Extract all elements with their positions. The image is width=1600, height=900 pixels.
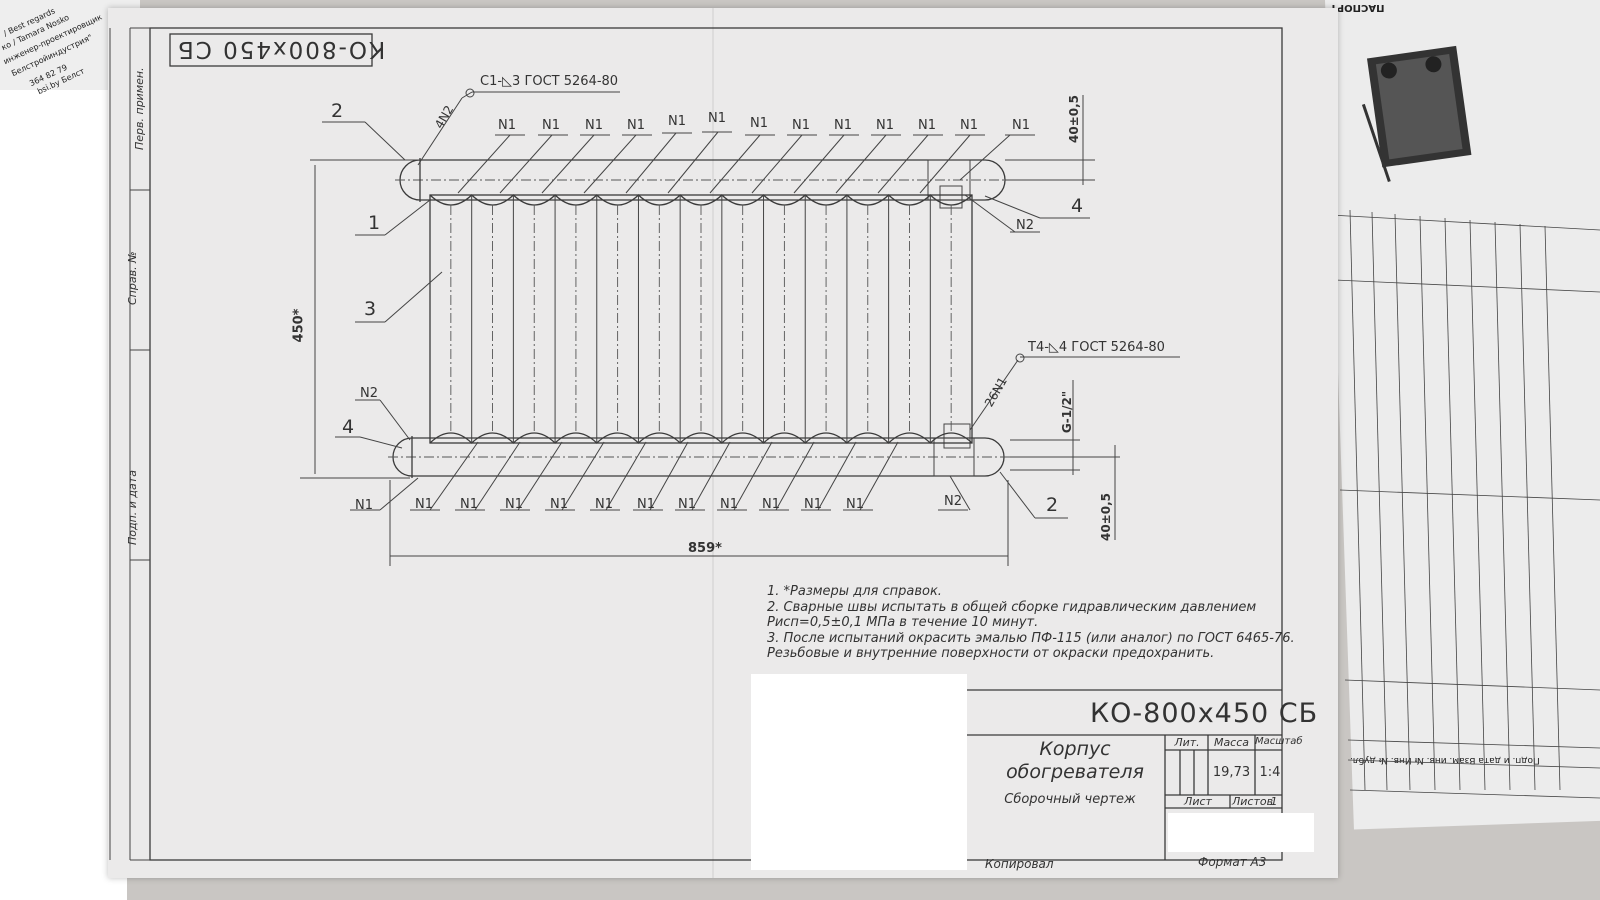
- callout-n1-top: N1: [498, 118, 516, 133]
- scale-label: Масштаб: [1255, 736, 1303, 747]
- margin-sign-date: Подп. и дата: [126, 470, 139, 545]
- margin-ref-no: Справ. №: [126, 251, 139, 305]
- callout-n2-bottom-right: N2: [944, 494, 962, 509]
- title-name-line2: обогревателя: [1006, 761, 1144, 783]
- background-white-paper-left: [0, 85, 127, 900]
- mass-value: 19,73: [1212, 765, 1251, 780]
- corrugated-body: [429, 194, 973, 444]
- title-part-name: Корпус обогревателя: [985, 738, 1165, 784]
- bottom-header-pipe: [392, 437, 1005, 477]
- note-2: 2. Сварные швы испытать в общей сборке г…: [767, 599, 1257, 615]
- dimension-height: 450*: [291, 308, 307, 343]
- callout-n1-bottom: N1: [595, 497, 613, 512]
- callout-n1-top: N1: [834, 118, 852, 133]
- callout-n1-bottom: N1: [505, 497, 523, 512]
- sheets-label: Листов: [1232, 795, 1274, 808]
- callout-n1-bottom: N1: [804, 497, 822, 512]
- callout-n1-top: N1: [960, 118, 978, 133]
- callout-n1-top: N1: [668, 114, 686, 129]
- sheets-value: 1: [1270, 795, 1278, 808]
- dimension-thread: G-1/2": [1060, 390, 1075, 434]
- note-3-cont: Резьбовые и внутренние поверхности от ок…: [767, 646, 1215, 661]
- weld-spec-top: С1-◺3 ГОСТ 5264-80: [480, 74, 619, 89]
- mirrored-designation-box: [169, 33, 373, 67]
- dimension-bottom-right: 40±0,5: [1099, 492, 1114, 542]
- callout-n1-top: N1: [1012, 118, 1030, 133]
- callout-n1-top: N1: [627, 118, 645, 133]
- callout-n2-top-right: N2: [1016, 218, 1034, 233]
- position-2-bottom-right: 2: [1046, 494, 1059, 516]
- callout-n1-top: N1: [876, 118, 894, 133]
- callout-n1-bottom: N1: [762, 497, 780, 512]
- redacted-block-company: [1168, 813, 1314, 852]
- callout-n1-bottom: N1: [720, 497, 738, 512]
- callout-n1-bottom: N1: [678, 497, 696, 512]
- position-3: 3: [364, 298, 377, 320]
- technical-notes: 1. *Размеры для справок. 2. Сварные швы …: [767, 584, 1327, 662]
- note-2-cont: Рисп=0,5±0,1 МПа в течение 10 минут.: [767, 615, 1039, 630]
- callout-n1-top: N1: [792, 118, 810, 133]
- mirrored-designation: КО-800х450 СБ: [176, 36, 386, 62]
- callout-n1-bottom: N1: [460, 497, 478, 512]
- note-1: 1. *Размеры для справок.: [767, 584, 942, 599]
- title-doc-type: Сборочный чертеж: [1004, 792, 1136, 807]
- callout-n1-top: N1: [708, 111, 726, 126]
- weld-spec-bottom: Т4-◺4 ГОСТ 5264-80: [1028, 340, 1165, 355]
- dimension-top-right: 40±0,5: [1067, 94, 1082, 144]
- scale-value: 1:4: [1259, 765, 1281, 780]
- callout-n1-bottom: N1: [415, 497, 433, 512]
- callout-n1-top: N1: [750, 116, 768, 131]
- callout-n1-bottom: N1: [550, 497, 568, 512]
- position-4-bottom-left: 4: [342, 416, 355, 438]
- format-label: Формат А3: [1198, 855, 1267, 869]
- position-2-top: 2: [331, 100, 344, 122]
- redacted-block-signatures: [751, 674, 967, 870]
- title-name-line1: Корпус: [1039, 738, 1111, 760]
- margin-first-use: Перв. примен.: [133, 67, 146, 150]
- top-header-pipe: [399, 159, 1006, 201]
- callout-n1-top: N1: [542, 118, 560, 133]
- callout-n1-top: N1: [918, 118, 936, 133]
- lit-label: Лит.: [1174, 736, 1200, 749]
- dimension-width: 859*: [688, 541, 722, 556]
- position-1: 1: [368, 212, 381, 234]
- note-3: 3. После испытаний окрасить эмалью ПФ-11…: [767, 630, 1295, 646]
- mass-label: Масса: [1213, 736, 1250, 749]
- bottom-end-cap: [933, 437, 975, 477]
- drawing-frame: [149, 27, 1283, 861]
- copied-label: Копировал: [985, 857, 1054, 871]
- sheet-label: Лист: [1184, 795, 1212, 808]
- title-designation: КО-800х450 СБ: [1090, 698, 1319, 729]
- position-4-top-right: 4: [1071, 195, 1084, 217]
- callout-n1-bottom: N1: [637, 497, 655, 512]
- callout-n2-bottom-left: N2: [360, 386, 378, 401]
- callout-n1-top: N1: [585, 118, 603, 133]
- callout-n1-bottom-left: N1: [355, 498, 373, 513]
- callout-n1-bottom: N1: [846, 497, 864, 512]
